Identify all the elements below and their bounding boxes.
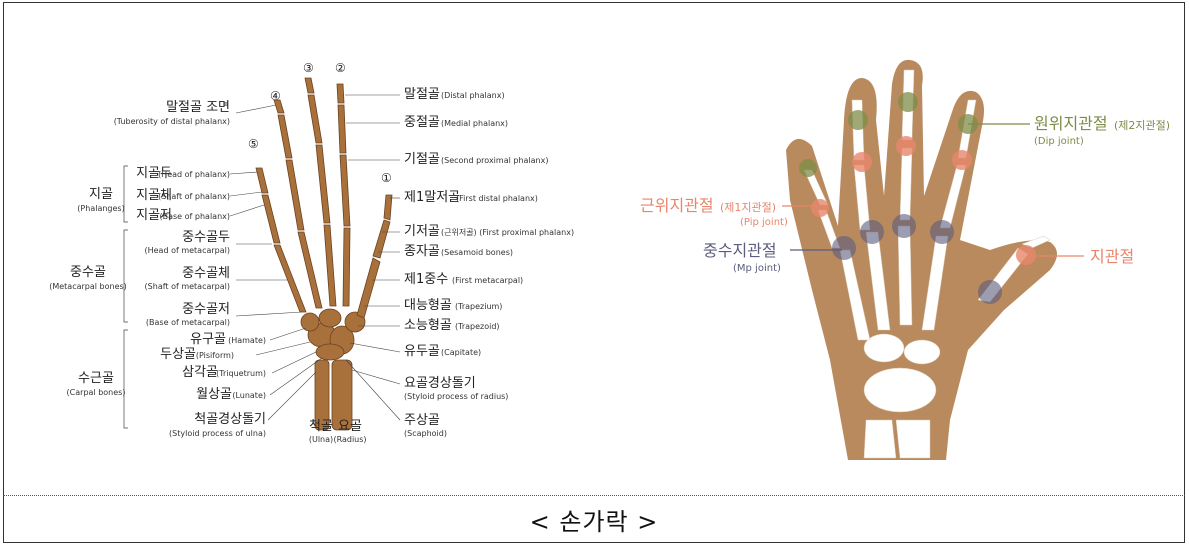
svg-text:(First metacarpal): (First metacarpal): [452, 276, 523, 285]
label-dip-joint: 원위지관절: [1034, 114, 1108, 133]
svg-text:(Capitate): (Capitate): [441, 348, 481, 357]
group-metacarpal-bones: 중수골: [70, 265, 106, 280]
svg-text:(Mp joint): (Mp joint): [733, 263, 781, 274]
label-styloid-ulna: 척골경상돌기: [194, 412, 266, 427]
svg-text:(Styloid process of radius): (Styloid process of radius): [404, 392, 508, 401]
group-carpal-bones: 수근골: [78, 371, 114, 386]
svg-text:(Trapezium): (Trapezium): [455, 302, 502, 311]
metacarpal-2: [343, 228, 350, 306]
svg-text:(Second proximal phalanx): (Second proximal phalanx): [441, 156, 548, 165]
svg-text:(제1지관절): (제1지관절): [720, 201, 776, 214]
group-phalanges: 지골: [89, 187, 113, 202]
svg-text:(제2지관절): (제2지관절): [1114, 119, 1170, 132]
label-pip-joint: 근위지관절: [640, 196, 714, 215]
svg-text:(Hamate): (Hamate): [228, 336, 266, 345]
label-second-proximal-phalanx: 기절골: [404, 152, 440, 167]
label-mp-joint: 중수지관절: [703, 241, 777, 260]
svg-text:(Pip joint): (Pip joint): [740, 217, 788, 228]
caption-divider: [3, 495, 1185, 496]
carpal-bone: [319, 309, 341, 327]
phalanx: [340, 155, 350, 226]
label-base-of-metacarpal: 중수골저: [182, 302, 230, 317]
svg-text:(Scaphoid): (Scaphoid): [404, 429, 447, 438]
label-first-proximal-phalanx: 기저골: [404, 224, 440, 239]
svg-text:(Shaft of metacarpal): (Shaft of metacarpal): [145, 282, 230, 291]
svg-text:(Ulna): (Ulna): [309, 435, 333, 444]
label-hamate: 유구골: [190, 332, 226, 347]
label-first-distal-phalanx: 제1말저골: [404, 190, 460, 205]
label-scaphoid: 주상골: [404, 413, 440, 428]
phalanx: [305, 78, 314, 93]
label-shaft-of-metacarpal: 중수골체: [182, 266, 230, 281]
metacarpal-5: [274, 245, 306, 312]
finger-number-4: ④: [270, 89, 281, 103]
svg-text:(Triquetrum): (Triquetrum): [216, 369, 266, 378]
phalanx: [337, 84, 344, 103]
finger-number-2: ②: [335, 61, 346, 75]
label-distal-phalanx: 말절골: [404, 87, 440, 102]
svg-text:(Dip joint): (Dip joint): [1034, 136, 1084, 147]
svg-text:(Trapezoid): (Trapezoid): [455, 322, 500, 331]
label-tuberosity-distal: 말절골 조면: [166, 100, 230, 115]
label-radius: 요골: [338, 419, 362, 434]
svg-text:(Shaft of phalanx): (Shaft of phalanx): [158, 192, 230, 201]
svg-text:(Phalanges): (Phalanges): [77, 204, 124, 213]
phalanx: [384, 195, 392, 220]
phalanx: [278, 115, 292, 158]
svg-text:(Base of metacarpal): (Base of metacarpal): [146, 318, 230, 327]
phalanx: [286, 160, 304, 230]
phalanx: [308, 95, 322, 143]
label-triquetrum: 삼각골: [182, 365, 218, 380]
label-ulna: 척골: [309, 419, 333, 434]
label-lunate: 월상골: [196, 387, 232, 402]
label-medial-phalanx: 중절골: [404, 115, 440, 130]
svg-text:(근위저골) (First proximal phalanx: (근위저골) (First proximal phalanx): [441, 228, 574, 237]
label-pisiform: 두상골: [160, 347, 196, 362]
label-trapezoid: 소능형골: [404, 318, 452, 333]
svg-text:(Styloid process of ulna): (Styloid process of ulna): [169, 429, 266, 438]
carpal-bone: [316, 344, 344, 360]
svg-text:(Distal phalanx): (Distal phalanx): [441, 91, 505, 100]
svg-text:(Tuberosity of distal phalanx): (Tuberosity of distal phalanx): [114, 117, 230, 126]
phalanx: [338, 105, 346, 153]
label-first-metacarpal: 제1중수: [404, 272, 448, 287]
phalanx: [316, 145, 330, 223]
svg-text:(First distal phalanx): (First distal phalanx): [456, 194, 538, 203]
label-styloid-radius: 요골경상돌기: [404, 376, 476, 391]
svg-text:(Medial phalanx): (Medial phalanx): [441, 119, 508, 128]
metacarpal-1: [357, 258, 380, 318]
finger-number-3: ③: [303, 61, 314, 75]
svg-text:(Pisiform): (Pisiform): [196, 351, 234, 360]
label-sesamoid-bones: 종자골: [404, 244, 440, 259]
label-capitate: 유두골: [404, 344, 440, 359]
svg-text:(Head of metacarpal): (Head of metacarpal): [144, 246, 230, 255]
finger-number-1: ①: [381, 171, 392, 185]
svg-text:(Base of phalanx): (Base of phalanx): [160, 212, 231, 221]
label-trapezium: 대능형골: [404, 298, 452, 313]
skeletal-hand: [256, 78, 392, 430]
svg-text:(Lunate): (Lunate): [232, 391, 266, 400]
finger-number-5: ⑤: [248, 137, 259, 151]
svg-text:(Head of phalanx): (Head of phalanx): [158, 170, 230, 179]
svg-text:(Sesamoid bones): (Sesamoid bones): [441, 248, 513, 257]
label-interphalangeal-joint: 지관절: [1090, 247, 1134, 266]
metacarpal-4: [298, 232, 322, 308]
metacarpal-3: [324, 225, 336, 306]
label-head-of-metacarpal: 중수골두: [182, 230, 230, 245]
svg-text:(Radius): (Radius): [333, 435, 366, 444]
figure-caption: < 손가락 >: [3, 502, 1185, 537]
carpal-bone: [301, 313, 319, 331]
svg-text:(Metacarpal bones): (Metacarpal bones): [49, 282, 127, 291]
svg-text:(Carpal bones): (Carpal bones): [67, 388, 126, 397]
phalanx: [262, 195, 280, 243]
